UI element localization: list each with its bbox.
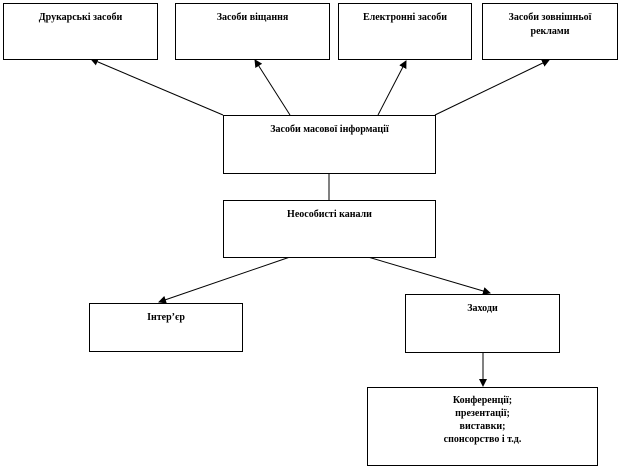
node-interior: Інтер’єр: [89, 303, 243, 352]
node-label: виставки;: [459, 421, 506, 432]
node-label: Інтер’єр: [147, 312, 185, 323]
node-broadcast-media: Засоби віщання: [175, 3, 330, 60]
node-print-media: Друкарські засоби: [3, 3, 158, 60]
node-impersonal-channels: Неособисті канали: [223, 200, 436, 258]
edge-mass-to-broadcast: [254, 59, 291, 116]
node-label: презентації;: [455, 408, 510, 419]
edge-mass-to-print: [90, 58, 224, 116]
node-label: спонсорство і т.д.: [443, 434, 522, 445]
node-events: Заходи: [405, 294, 560, 353]
node-event-types: Конференції; презентації; виставки; спон…: [367, 387, 598, 466]
node-label: Електронні засоби: [362, 12, 448, 23]
node-label: Друкарські засоби: [38, 12, 123, 23]
node-label: Засоби зовнішньої: [508, 12, 592, 23]
node-outdoor-advertising: Засоби зовнішньої реклами: [482, 3, 618, 60]
node-label: Неособисті канали: [287, 209, 372, 220]
node-mass-media: Засоби масової інформації: [223, 115, 436, 174]
edge-nonpersonal-to-interior: [158, 256, 291, 304]
edge-mass-to-outdoor: [434, 59, 550, 116]
node-label: реклами: [530, 26, 570, 37]
node-label: Конференції;: [452, 395, 513, 406]
node-electronic-media: Електронні засоби: [338, 3, 472, 60]
edge-nonpersonal-to-events: [367, 256, 491, 295]
edge-mass-to-electronic: [377, 60, 407, 116]
node-label: Заходи: [467, 303, 498, 314]
node-label: Засоби масової інформації: [270, 124, 389, 135]
node-label: Засоби віщання: [216, 12, 289, 23]
